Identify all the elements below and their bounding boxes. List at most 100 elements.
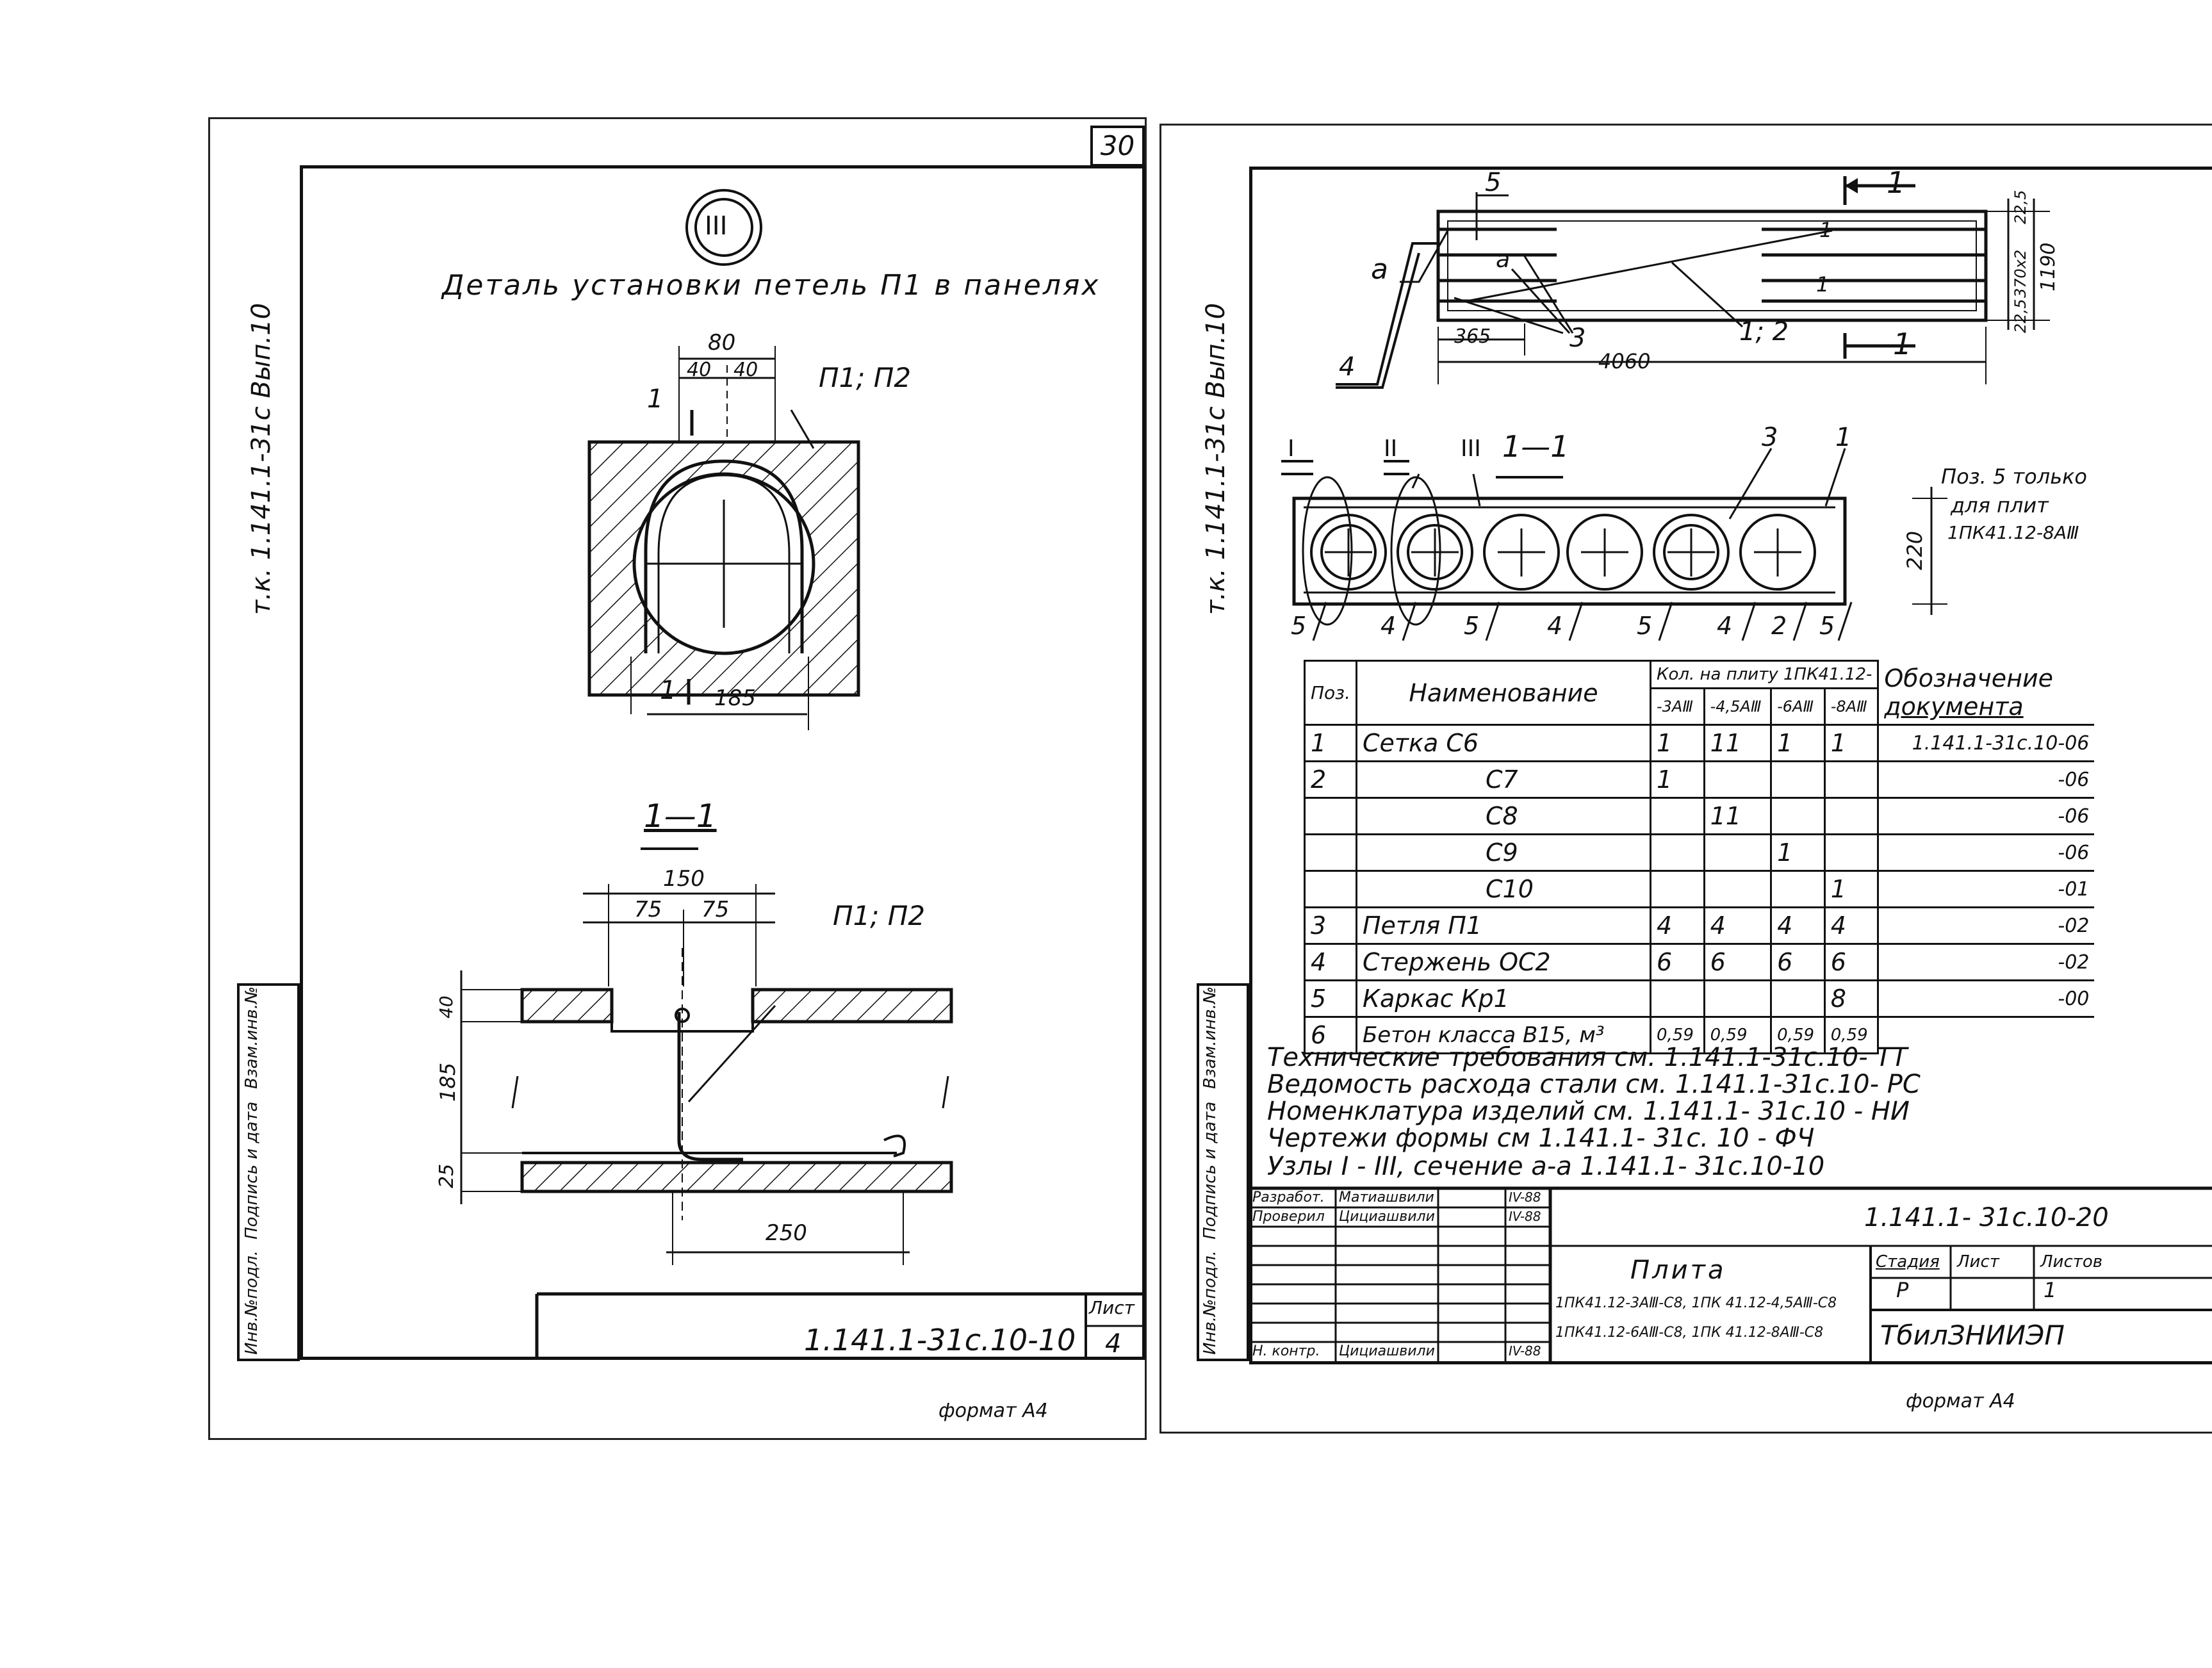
plan-cut-mark-top: 1: [647, 384, 664, 414]
table-head-name: Наименование: [1355, 660, 1651, 726]
table-head-doc-line1: Обозначение: [1884, 664, 2054, 692]
row-qty: [1649, 833, 1705, 872]
table-head-doc-line2: документа: [1884, 692, 2024, 721]
row-name: С10: [1355, 870, 1651, 908]
table-row: 2 С7 1 -06: [1304, 760, 2095, 799]
row-qty: [1649, 870, 1705, 908]
slab-label-3: 3: [1762, 423, 1778, 452]
stamp-item-line-2: 1ПК41.12-6АⅢ-С8, 1ПК 41.12-8АⅢ-С8: [1555, 1325, 1824, 1341]
plan-loops-label: П1; П2: [819, 362, 912, 393]
stamp-stage-label: Стадия: [1876, 1252, 1940, 1271]
table-row: 3 Петля П1 4 4 4 4 -02: [1304, 906, 2095, 945]
row-qty: 1: [1770, 833, 1826, 872]
row-pos: 2: [1304, 760, 1357, 799]
left-title: Деталь установки петель П1 в панелях: [442, 269, 1101, 302]
table-row: 5 Каркас Кр1 8 -00: [1304, 979, 2095, 1018]
row-pos: 6: [1304, 1016, 1357, 1054]
row-qty: 6: [1649, 943, 1705, 981]
row-doc: -00: [1877, 979, 2095, 1018]
plan-dim-total: 80: [708, 330, 736, 356]
row-qty: 6: [1770, 943, 1826, 981]
row-qty: [1703, 979, 1773, 1018]
row-doc: [1878, 1017, 2095, 1054]
slab-bottom-label-6: 4: [1717, 612, 1733, 640]
stamp-item-line-1: 1ПК41.12-3АⅢ-С8, 1ПК 41.12-4,5АⅢ-С8: [1555, 1295, 1837, 1311]
slab-dim-220: 220: [1903, 530, 1927, 570]
left-drawing: [460, 189, 1145, 1359]
section-dim-bottom: 250: [766, 1220, 807, 1246]
slab-bottom-label-3: 5: [1464, 612, 1480, 640]
table-head-qty-col-1: -3АⅢ: [1649, 687, 1705, 726]
slab-node-II: II: [1384, 436, 1398, 462]
section-dim-top-left: 75: [634, 897, 662, 922]
slab-bottom-label-8: 5: [1819, 612, 1835, 640]
node-marker-outer: [685, 189, 762, 266]
plan-label-a: а: [1371, 253, 1388, 286]
row-doc: -02: [1877, 906, 2095, 945]
plan-label-a-inner: а: [1496, 247, 1511, 273]
table-head-pos: Поз.: [1304, 660, 1357, 726]
plan-label-5: 5: [1485, 168, 1502, 197]
table-row: 4 Стержень ОС2 6 6 6 6 -02: [1304, 943, 2095, 981]
right-side-stamp: [1197, 983, 1249, 1361]
slab-plan-outline: [1436, 209, 1988, 322]
section-title: 1—1: [644, 797, 717, 835]
row-doc: -06: [1877, 833, 2095, 872]
right-drawing: [1249, 176, 2212, 1361]
row-pos: [1304, 833, 1357, 872]
node-marker-inner: [694, 198, 753, 257]
table-head-qty-col-4: -8АⅢ: [1823, 687, 1880, 726]
table-head-doc: Обозначение документа: [1877, 660, 2095, 726]
row-pos: 5: [1304, 979, 1357, 1018]
row-qty: [1703, 760, 1773, 799]
stamp-stage: Р: [1896, 1278, 1909, 1302]
plan-dim-225-top: 22,5: [2011, 190, 2029, 224]
plan-dim-370x2: 370х2: [2011, 249, 2029, 298]
row-name: Стержень ОС2: [1355, 943, 1651, 981]
plan-loop: [644, 459, 804, 653]
row-qty: 8: [1823, 979, 1880, 1018]
slab-section-outline: [1292, 496, 1847, 606]
row-qty: 0,59: [1703, 1016, 1773, 1054]
row-name: Сетка С6: [1355, 724, 1651, 762]
row-qty: [1649, 797, 1705, 835]
section-dim-top-right: 75: [701, 897, 730, 922]
right-sheet-inner-frame: [1249, 167, 2212, 1364]
table-row: С9 1 -06: [1304, 833, 2095, 872]
row-pos: 4: [1304, 943, 1357, 981]
row-qty: 6: [1823, 943, 1880, 981]
stamp-role-developer: Разработ.: [1252, 1190, 1325, 1206]
row-qty: 1: [1649, 760, 1705, 799]
slab-bottom-label-7: 2: [1771, 612, 1787, 640]
row-pos: 3: [1304, 906, 1357, 945]
table-head-qty-col-3: -6АⅢ: [1770, 687, 1826, 726]
left-sheet-label: Лист: [1089, 1297, 1135, 1318]
row-qty: 4: [1770, 906, 1826, 945]
plan-dim-4060: 4060: [1598, 349, 1651, 373]
left-sheet-inner-frame: [300, 165, 1145, 1360]
row-qty: 1: [1649, 724, 1705, 762]
row-doc: -01: [1877, 870, 2095, 908]
left-side-stamp: [237, 983, 300, 1361]
row-name: С9: [1355, 833, 1651, 872]
plan-dim-bottom: 185: [714, 685, 756, 711]
row-qty: [1770, 979, 1826, 1018]
section-loop: [677, 1012, 743, 1161]
stamp-sheets-label: Листов: [2040, 1252, 2103, 1271]
plan-label-3: 3: [1569, 323, 1586, 353]
row-qty: [1770, 870, 1826, 908]
table-row: 1 Сетка С6 1 11 1 1 1.141.1-31с.10-06: [1304, 724, 2095, 762]
slab-bottom-label-1: 5: [1291, 612, 1307, 640]
row-qty: [1823, 760, 1880, 799]
table-row: С10 1 -01: [1304, 870, 2095, 908]
plan-cut-mark-bottom: 1: [660, 676, 676, 705]
stamp-org: ТбилЗНИИЭП: [1880, 1320, 2065, 1351]
row-pos: [1304, 870, 1357, 908]
stamp-name-checker: Цициашвили: [1339, 1209, 1435, 1225]
note-line-2: Ведомость расхода стали см. 1.141.1-31с.…: [1267, 1070, 1921, 1099]
plan-label-1-top: 1: [1887, 165, 1906, 200]
row-qty: 6: [1703, 943, 1773, 981]
left-format: формат А4: [938, 1400, 1048, 1422]
stamp-sheet-label: Лист: [1957, 1252, 1999, 1271]
stamp-doc-code: 1.141.1- 31с.10-20: [1864, 1203, 2109, 1232]
